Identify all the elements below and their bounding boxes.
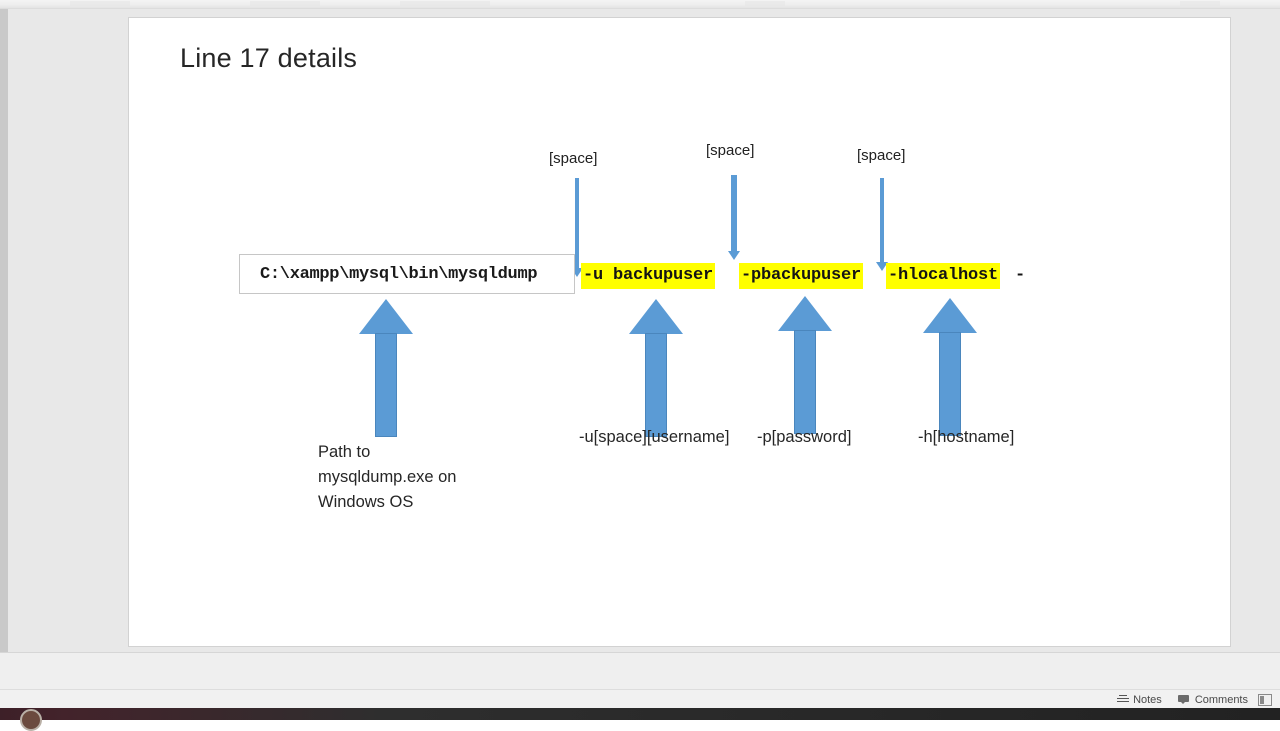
ribbon-ghost-item [1180, 1, 1220, 6]
up-arrow-host [923, 298, 977, 436]
start-orb-icon[interactable] [20, 709, 42, 731]
ribbon-ghost-item [745, 1, 785, 6]
notes-label: Notes [1133, 693, 1162, 706]
up-arrow-path [359, 299, 413, 437]
path-textbox[interactable] [239, 254, 575, 294]
up-arrow-shaft [645, 333, 667, 437]
ribbon-ghost-item [400, 1, 490, 6]
normal-view-icon[interactable] [1258, 693, 1272, 706]
up-arrow-password [778, 296, 832, 434]
description-password: -p[password] [757, 428, 852, 446]
comments-icon [1177, 694, 1191, 705]
notes-icon [1117, 694, 1130, 705]
notes-button[interactable]: Notes [1117, 694, 1162, 706]
description-host: -h[hostname] [918, 428, 1015, 446]
space-callout-label-1: [space] [549, 150, 598, 167]
slide-canvas[interactable]: Line 17 details [space] [space] [space] … [129, 18, 1230, 646]
status-bar-inner: Notes Comments [0, 689, 1280, 709]
ribbon-ghost-item [250, 1, 320, 6]
up-arrow-shaft [375, 333, 397, 437]
up-arrow-shaft [794, 330, 816, 434]
ribbon-strip[interactable] [0, 0, 1280, 9]
space-callout-label-3: [space] [857, 147, 906, 164]
up-arrow-user [629, 299, 683, 437]
left-gutter [0, 9, 8, 652]
up-arrow-head [629, 299, 683, 334]
page-title: Line 17 details [180, 43, 358, 73]
up-arrow-head [359, 299, 413, 334]
space-callout-arrow-line-3 [880, 178, 884, 264]
space-callout-arrow-line-1 [575, 178, 579, 270]
up-arrow-shaft [939, 332, 961, 436]
space-callout-label-2: [space] [706, 142, 755, 159]
ribbon-ghost-item [70, 1, 130, 6]
os-taskbar[interactable] [0, 708, 1280, 731]
comments-label: Comments [1194, 693, 1248, 706]
description-path: Path to mysqldump.exe on Windows OS [318, 443, 457, 511]
space-callout-arrow-head-1 [571, 268, 583, 277]
command-segment-user: -u backupuser [581, 263, 716, 289]
command-segment-password: -pbackupuser [739, 263, 864, 289]
space-callout-arrow-head-2 [728, 251, 740, 260]
description-user: -u[space][username] [579, 428, 730, 446]
command-segment-host: -hlocalhost [886, 263, 1001, 289]
up-arrow-head [923, 298, 977, 333]
comments-button[interactable]: Comments [1177, 693, 1248, 706]
command-segment-trailing-dash: - [1015, 266, 1026, 285]
space-callout-arrow-head-3 [876, 262, 888, 271]
space-callout-arrow-line-2 [731, 175, 737, 253]
status-bar: Notes Comments [0, 652, 1280, 709]
slide-editing-area[interactable]: Line 17 details [space] [space] [space] … [0, 9, 1280, 652]
up-arrow-head [778, 296, 832, 331]
mysqldump-path-text: C:\xampp\mysql\bin\mysqldump [260, 265, 538, 284]
